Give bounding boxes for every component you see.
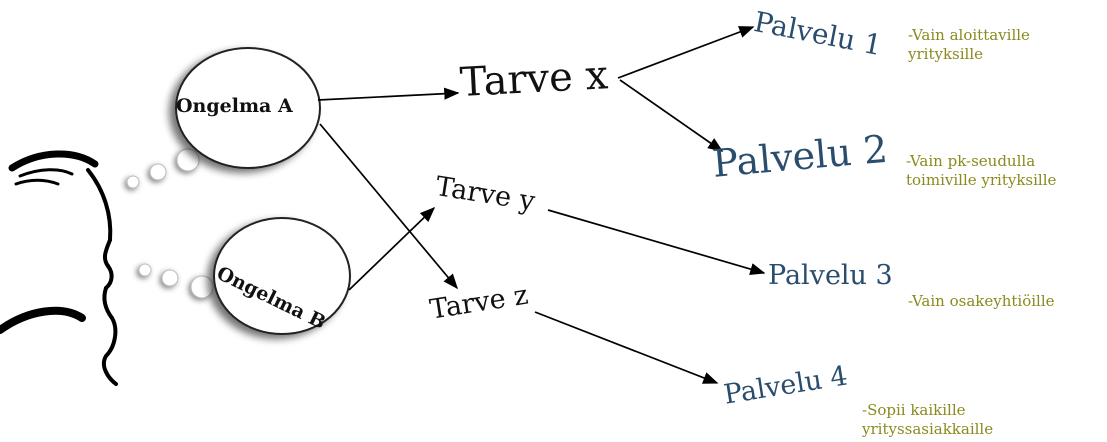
service-3-note: -Vain osakeyhtiöille: [908, 292, 1055, 311]
thought-dots-lower: [138, 263, 214, 299]
service-4-note-line-1: -Sopii kaikille: [862, 401, 966, 419]
service-2-note-line-2: toimiville yrityksille: [906, 171, 1057, 189]
service-1-note: -Vain aloittaville yrityksille: [908, 26, 1030, 64]
service-4-note-line-2: yrityssasiakkaille: [862, 420, 994, 438]
service-1-note-line-2: yrityksille: [908, 45, 983, 63]
need-x-label: Tarve x: [458, 52, 610, 106]
thinking-person-silhouette-icon: [0, 150, 118, 386]
service-1-note-line-1: -Vain aloittaville: [908, 26, 1030, 44]
edge-tarve-z-to-palvelu-4: [534, 311, 719, 384]
service-2-note: -Vain pk-seudulla toimiville yrityksille: [906, 152, 1056, 190]
service-3-note-line-1: -Vain osakeyhtiöille: [908, 292, 1055, 310]
thought-bubble-icon: [175, 47, 321, 169]
service-4-note: -Sopii kaikille yrityssasiakkaille: [862, 401, 993, 439]
problem-a-label: Ongelma A: [176, 95, 293, 117]
thought-bubble-icon: [213, 217, 351, 335]
service-2-note-line-1: -Vain pk-seudulla: [906, 152, 1036, 170]
connectors: [317, 26, 766, 384]
edge-ongelma-a-to-tarve-x: [317, 87, 460, 101]
edge-tarve-y-to-palvelu-3: [547, 209, 766, 276]
thought-dots-upper: [126, 148, 200, 189]
edge-tarve-x-to-palvelu-2: [619, 79, 724, 152]
edge-ongelma-a-to-tarve-z: [319, 123, 458, 290]
service-3-label: Palvelu 3: [768, 260, 893, 291]
edge-tarve-x-to-palvelu-1: [617, 26, 755, 79]
edge-ongelma-b-to-tarve-y: [348, 206, 436, 291]
